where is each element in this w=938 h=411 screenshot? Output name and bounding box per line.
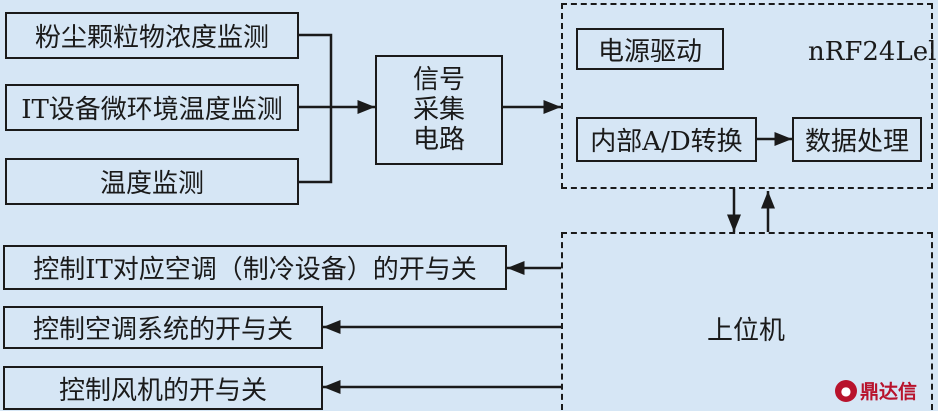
it-ac-control-label: 控制IT对应空调（制冷设备）的开与关 — [33, 255, 477, 285]
fan-control-box: 控制风机的开与关 — [3, 366, 323, 410]
power-driver-label: 电源驱动 — [597, 36, 702, 67]
wire-temp — [299, 107, 333, 184]
host-container — [561, 232, 933, 410]
collector-line-2: 采集 — [412, 95, 465, 125]
dust-monitor-box: 粉尘颗粒物浓度监测 — [5, 12, 299, 59]
signal-collector-box: 信号 采集 电路 — [375, 55, 503, 165]
host-label: 上位机 — [707, 316, 786, 346]
ac-system-control-label: 控制空调系统的开与关 — [32, 315, 293, 345]
nrf-module-name: nRF24Lel — [808, 37, 937, 67]
power-driver-box: 电源驱动 — [576, 28, 724, 70]
wire-dust — [299, 33, 333, 107]
it-ac-control-box: 控制IT对应空调（制冷设备）的开与关 — [3, 245, 507, 290]
dust-monitor-label: 粉尘颗粒物浓度监测 — [34, 23, 269, 53]
watermark-logo: ● 鼎达信 — [835, 377, 917, 404]
nrf-module-container — [561, 3, 933, 189]
collector-line-1: 信号 — [412, 65, 465, 95]
watermark-text: 鼎达信 — [860, 381, 918, 403]
fan-control-label: 控制风机的开与关 — [58, 375, 267, 406]
temp-monitor-label: 温度监测 — [99, 169, 204, 199]
adc-box: 内部A/D转换 — [576, 117, 757, 162]
it-env-monitor-box: IT设备微环境温度监测 — [5, 84, 299, 131]
it-env-monitor-label: IT设备微环境温度监测 — [21, 95, 283, 125]
collector-line-3: 电路 — [412, 125, 465, 155]
adc-label: 内部A/D转换 — [590, 127, 743, 157]
temp-monitor-box: 温度监测 — [5, 158, 299, 205]
ac-system-control-box: 控制空调系统的开与关 — [3, 306, 323, 349]
logo-mark-icon: ● — [835, 379, 857, 402]
data-processing-box: 数据处理 — [792, 117, 922, 162]
data-processing-label: 数据处理 — [804, 127, 909, 157]
